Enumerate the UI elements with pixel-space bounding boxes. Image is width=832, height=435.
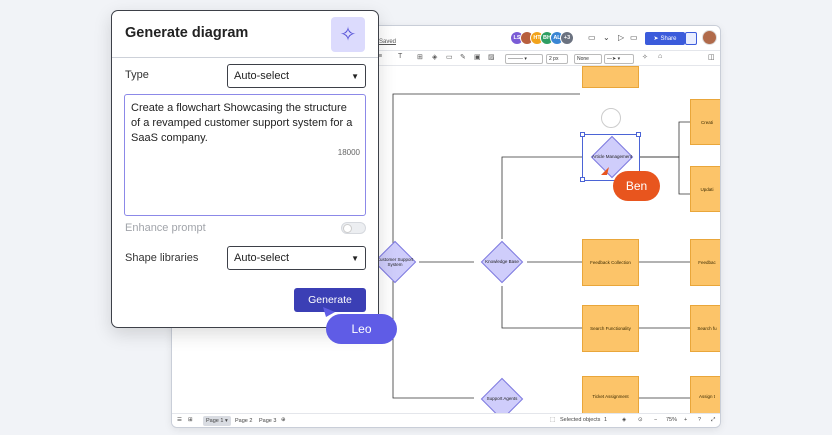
collaborator-avatar[interactable]: +3 — [560, 31, 574, 45]
zoom-level[interactable]: 75% — [666, 417, 678, 423]
node-article-management[interactable]: Article Management — [588, 133, 636, 181]
node-label: Article Management — [591, 154, 633, 160]
node-support-agents[interactable]: Support Agents — [478, 375, 526, 423]
saved-status: Saved — [379, 39, 397, 45]
chevron-down-icon[interactable]: ⌄ — [603, 33, 610, 42]
node-search-functionality[interactable]: Search Functionality — [582, 305, 639, 352]
node-label: Knowledge Base — [485, 259, 519, 265]
node-label: Customer Support System — [376, 256, 414, 267]
chevron-down-icon: ▼ — [351, 72, 359, 81]
cursor-tag-leo: Leo — [326, 314, 397, 344]
help-icon[interactable]: ? — [698, 417, 702, 423]
zoom-in-icon[interactable]: + — [684, 417, 688, 423]
line-width-select[interactable]: 2 px — [546, 54, 568, 64]
node-updating[interactable]: Updati — [690, 166, 720, 212]
bottom-bar: ☰ ⊞ Page 1 ▾ Page 2 Page 3 ⊕ ⬚ Selected … — [172, 413, 720, 427]
share-label: Share — [660, 35, 677, 42]
toggle-knob — [343, 224, 352, 233]
shadow-icon[interactable]: ▣ — [474, 54, 481, 61]
user-avatar[interactable] — [702, 30, 717, 45]
node-feedback-collection[interactable]: Feedback Collection — [582, 239, 639, 286]
type-select[interactable]: Auto-select ▼ — [227, 64, 366, 88]
sparkle-icon[interactable]: ✧ — [331, 17, 365, 52]
chevron-down-icon: ▼ — [351, 254, 359, 263]
generate-diagram-panel: Generate diagram ✧ Type Auto-select ▼ Cre… — [111, 10, 379, 328]
text-format-icon[interactable]: T — [398, 53, 403, 60]
tab-page-2[interactable]: Page 2 — [235, 418, 253, 424]
node-assign-detail[interactable]: Assign t — [690, 376, 720, 416]
image-icon[interactable]: ▨ — [488, 54, 495, 61]
shape-library-quick-icon[interactable] — [601, 108, 621, 128]
shape-libraries-value: Auto-select — [234, 252, 290, 264]
line-end-select[interactable]: —➤ ▾ — [604, 54, 634, 64]
tab-page-3[interactable]: Page 3 — [259, 418, 277, 424]
add-page-icon[interactable]: ⊕ — [281, 417, 286, 423]
node-search-detail[interactable]: Search fu — [690, 305, 720, 352]
video-icon[interactable]: ▭ — [630, 33, 638, 42]
comment-icon[interactable]: ▭ — [588, 33, 596, 42]
ben-cursor-icon — [601, 167, 609, 175]
selection-icon: ⬚ — [550, 417, 556, 423]
type-label: Type — [125, 69, 149, 81]
enhance-prompt-label: Enhance prompt — [125, 222, 206, 234]
panel-header: Generate diagram ✧ — [112, 11, 378, 58]
leo-cursor-icon — [323, 307, 335, 317]
send-icon: ➤ — [653, 36, 659, 42]
cursor-tag-ben: Ben — [613, 171, 660, 201]
tab-page-1[interactable]: Page 1 ▾ — [203, 416, 231, 426]
shape-libraries-label: Shape libraries — [125, 252, 199, 264]
share-options-button[interactable] — [685, 32, 697, 45]
prompt-textarea[interactable]: Create a flowchart Showcasing the struct… — [124, 94, 366, 216]
line-color-icon[interactable]: ▭ — [446, 54, 453, 61]
panel-toggle-icon[interactable]: ◫ — [708, 54, 715, 61]
node-top-partial[interactable] — [582, 66, 639, 88]
selection-box — [582, 134, 640, 181]
connector-lines — [392, 93, 690, 399]
generate-button[interactable]: Generate — [294, 288, 366, 312]
node-ticket-assignment[interactable]: Ticket Assignment — [582, 376, 639, 416]
node-creation[interactable]: Creati — [690, 99, 720, 145]
pen-icon[interactable]: ✎ — [460, 54, 466, 61]
character-count: 18000 — [337, 148, 360, 157]
resize-handle[interactable] — [580, 177, 585, 182]
panel-title: Generate diagram — [125, 25, 249, 41]
text-style-icon[interactable]: ≡ — [378, 53, 383, 60]
line-start-select[interactable]: None — [574, 54, 602, 64]
shape-libraries-select[interactable]: Auto-select ▼ — [227, 246, 366, 270]
path-icon[interactable]: ✧ — [642, 54, 648, 61]
node-customer-support-system[interactable]: Customer Support System — [371, 238, 419, 286]
lock-icon[interactable]: ⌂ — [658, 53, 663, 60]
layers-icon[interactable]: ◈ — [622, 417, 627, 423]
node-label: Support Agents — [486, 396, 518, 402]
tab-label: Page 1 — [206, 418, 224, 424]
present-icon[interactable]: ▷ — [618, 33, 625, 42]
node-knowledge-base[interactable]: Knowledge Base — [478, 238, 526, 286]
diagram-canvas[interactable]: Customer Support System Knowledge Base S… — [172, 66, 720, 421]
node-feedback-detail[interactable]: Feedbac — [690, 239, 720, 286]
enhance-prompt-toggle[interactable] — [341, 222, 366, 234]
expand-icon[interactable]: ⤢ — [711, 417, 716, 423]
selected-count: 1 — [604, 417, 608, 423]
type-select-value: Auto-select — [234, 70, 290, 82]
grid-icon[interactable]: ⊞ — [188, 417, 193, 423]
border-icon[interactable]: ⊞ — [417, 54, 423, 61]
zoom-out-icon[interactable]: − — [654, 417, 658, 423]
share-button[interactable]: ➤Share — [645, 32, 685, 45]
resize-handle[interactable] — [636, 132, 641, 137]
focus-icon[interactable]: ⊙ — [638, 417, 643, 423]
fill-icon[interactable]: ◈ — [432, 54, 438, 61]
selected-objects-label: Selected objects — [560, 417, 601, 423]
list-icon[interactable]: ☰ — [177, 417, 182, 423]
prompt-text: Create a flowchart Showcasing the struct… — [131, 102, 353, 144]
line-style-select[interactable]: ——— ▾ — [505, 54, 543, 64]
resize-handle[interactable] — [580, 132, 585, 137]
